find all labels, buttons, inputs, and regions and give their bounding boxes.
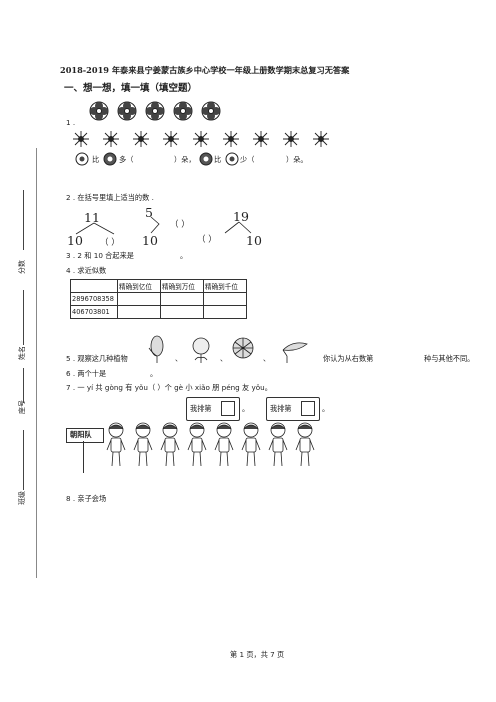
q1-text-e: 少（: [240, 155, 255, 164]
bubble-2-period: 。: [322, 404, 330, 413]
answer-box-1[interactable]: [221, 401, 235, 416]
flower-icon-small: [75, 152, 89, 166]
children-lineup: [106, 422, 315, 467]
table-cell: 406703801: [70, 305, 118, 319]
table-cell[interactable]: [203, 292, 247, 306]
q2-num-19: 19: [233, 209, 249, 224]
q2-num-10a: 10: [67, 233, 83, 248]
q4-prompt: 4 . 求近似数: [66, 266, 107, 275]
q2-num-10b: 10: [142, 233, 158, 248]
q1-text-d: 比: [214, 155, 222, 164]
team-sign: [66, 428, 104, 443]
side-label-name: 姓名: [18, 346, 26, 360]
score-blank: [23, 190, 24, 250]
sign-post: [83, 441, 84, 473]
q2-num-5: 5: [145, 205, 153, 220]
q7-prompt: 7 . 一 yí 共 gòng 有 yǒu（ ）个 gè 小 xiǎo 朋 pé…: [66, 383, 272, 392]
q1-text-a: 比: [92, 155, 100, 164]
table-header-row: 精确到亿位 精确到万位 精确到千位: [70, 279, 247, 293]
q2-branch-3: [224, 221, 252, 234]
page-title: 2018-2019 年泰来县宁姜蒙古族乡中心学校一年级上册数学期末总复习无答案: [60, 65, 350, 75]
q2-num-11: 11: [84, 210, 100, 225]
table-cell[interactable]: [203, 305, 247, 319]
q5-tail-b: 种与其他不同。: [424, 354, 475, 363]
side-label-score: 分数: [18, 260, 26, 274]
q3-end: 。: [180, 251, 188, 260]
table-header-cell: 精确到万位: [160, 279, 204, 293]
flower-icon-dark-2: [199, 152, 213, 166]
q2-paren-1: （ ）: [100, 238, 120, 248]
q3-prompt: 3 . 2 和 10 合起来是: [66, 251, 134, 260]
q2-branch-2: [150, 216, 160, 234]
q2-paren-2: （ ）: [170, 220, 190, 230]
table-row: 406703801: [70, 305, 247, 319]
q1-number: 1 .: [66, 118, 76, 127]
table-row: 2896708358: [70, 292, 247, 306]
q2-branch-1: [75, 222, 115, 235]
q6-end: 。: [150, 369, 158, 378]
q1-text-b: 多（: [119, 155, 134, 164]
q8-prompt: 8 . 亲子会场: [66, 494, 107, 503]
table-header-cell: 精确到千位: [203, 279, 247, 293]
q6-prompt: 6 . 两个十是: [66, 369, 107, 378]
class-blank: [23, 430, 24, 490]
seat-blank: [23, 368, 24, 403]
table-cell[interactable]: [117, 292, 161, 306]
q1-text-c: ）朵，: [174, 155, 196, 164]
q5-sep-3: 、: [263, 354, 271, 363]
bubble-2-text: 我排第: [270, 404, 292, 413]
team-sign-label: 朝阳队: [70, 430, 92, 439]
approx-table: 精确到亿位 精确到万位 精确到千位 2896708358 406703801: [70, 279, 247, 319]
q5-sep-2: 、: [220, 354, 228, 363]
binding-line: [36, 148, 37, 578]
table-header-cell: [70, 279, 118, 293]
q2-paren-3: （ ）: [197, 235, 217, 245]
q5-sep-1: 、: [175, 354, 183, 363]
flower-icon-small-2: [225, 152, 239, 166]
table-cell[interactable]: [160, 305, 204, 319]
plants-illustration: [148, 335, 308, 363]
q1-text-f: ）朵。: [286, 155, 308, 164]
side-label-class: 班级: [18, 491, 26, 505]
flower-icon-dark: [103, 152, 117, 166]
flower-row-top: [89, 101, 221, 121]
page-footer: 第 1 页，共 7 页: [230, 650, 285, 659]
section-heading: 一、想一想，填一填（填空题）: [64, 83, 198, 94]
flower-row-bottom: [73, 130, 330, 148]
side-label-seat: 座号: [18, 400, 26, 414]
bubble-1-period: 。: [242, 404, 250, 413]
table-header-cell: 精确到亿位: [117, 279, 161, 293]
table-cell[interactable]: [117, 305, 161, 319]
q5-prompt: 5 . 观察这几种植物: [66, 354, 128, 363]
name-blank: [23, 290, 24, 345]
q5-tail-a: 你认为从右数第: [323, 354, 374, 363]
bubble-1-text: 我排第: [190, 404, 212, 413]
q2-num-10c: 10: [246, 233, 262, 248]
q2-prompt: 2 . 在括号里填上适当的数 .: [66, 193, 154, 202]
table-cell: 2896708358: [70, 292, 118, 306]
table-cell[interactable]: [160, 292, 204, 306]
answer-box-2[interactable]: [301, 401, 315, 416]
